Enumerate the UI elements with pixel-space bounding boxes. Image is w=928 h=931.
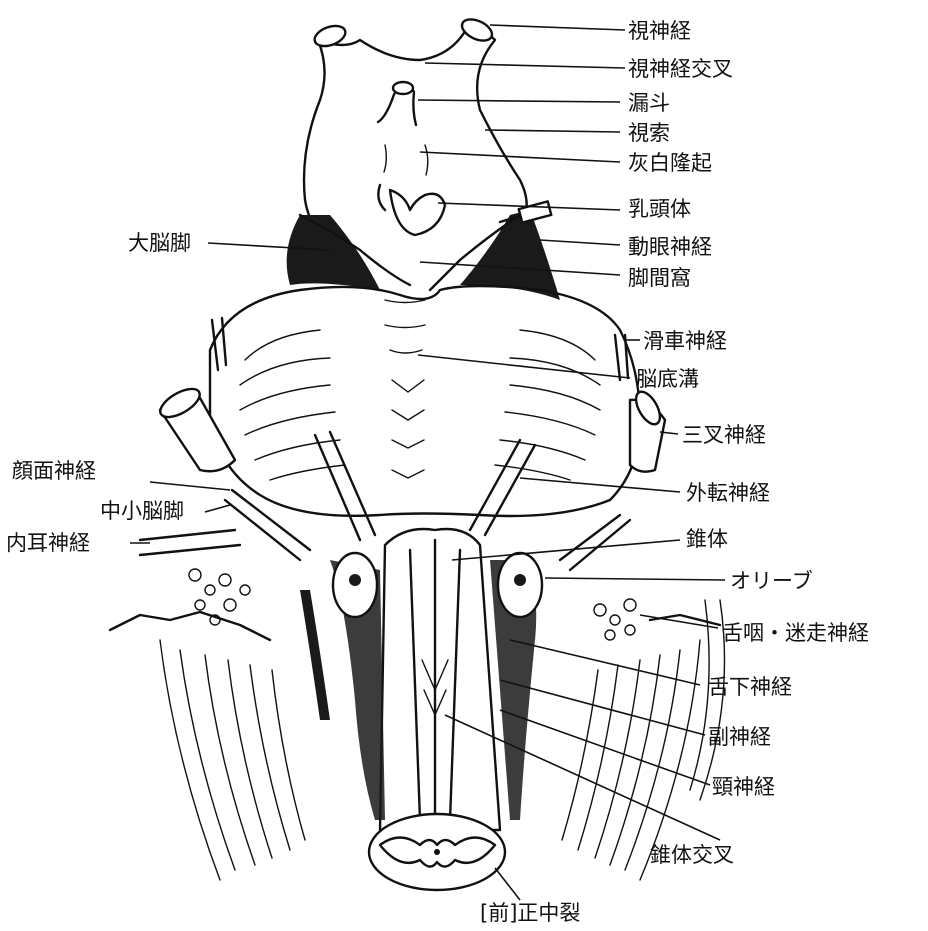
label-mammillary-body: 乳頭体 xyxy=(628,197,691,221)
pons-shape xyxy=(210,286,640,516)
cerebral-peduncles xyxy=(287,201,560,300)
label-middle-cerebellar-peduncle: 中小脳脚 xyxy=(100,499,184,523)
label-trigeminal-nerve: 三叉神経 xyxy=(682,423,766,447)
label-optic-nerve: 視神経 xyxy=(628,19,691,43)
label-vestibulocochlear-nerve: 内耳神経 xyxy=(6,531,90,555)
label-hypoglossal-nerve: 舌下神経 xyxy=(708,675,792,699)
labels: 視神経 視神経交叉 漏斗 視索 灰白隆起 乳頭体 大脳脚 動眼神経 脚間窩 滑車… xyxy=(6,19,869,925)
infundibulum-shape xyxy=(378,82,416,125)
label-basilar-sulcus: 脳底溝 xyxy=(636,367,699,391)
label-olive: オリーブ xyxy=(730,569,813,593)
label-trochlear-nerve: 滑車神経 xyxy=(643,329,727,353)
label-optic-tract: 視索 xyxy=(628,121,670,145)
cerebellum-edge-right xyxy=(650,615,720,625)
spinal-cord-section xyxy=(369,814,505,890)
label-pyramid: 錐体 xyxy=(686,527,728,551)
label-cerebral-peduncle: 大脳脚 xyxy=(128,231,191,255)
label-pyramidal-decussation: 錐体交叉 xyxy=(650,843,734,867)
label-optic-chiasm: 視神経交叉 xyxy=(628,57,733,81)
label-infundibulum: 漏斗 xyxy=(628,91,670,115)
label-tuber-cinereum: 灰白隆起 xyxy=(628,151,712,175)
cerebellum-edge-left xyxy=(110,612,270,640)
label-facial-nerve: 顔面神経 xyxy=(12,459,96,483)
tuber-mammillary-shape xyxy=(378,145,445,235)
label-anterior-median-fissure: [前]正中裂 xyxy=(480,901,580,925)
trigeminal-nerve-shape xyxy=(156,383,665,471)
label-accessory-nerve: 副神経 xyxy=(708,725,771,749)
abducens-nerve-shape xyxy=(315,432,535,540)
label-abducens-nerve: 外転神経 xyxy=(686,481,770,505)
olive-shape xyxy=(333,553,542,617)
label-glossopharyngeal-vagus: 舌咽・迷走神経 xyxy=(722,621,869,645)
label-oculomotor-nerve: 動眼神経 xyxy=(628,235,712,259)
label-interpeduncular-fossa: 脚間窩 xyxy=(628,266,691,290)
label-cervical-nerve: 頸神経 xyxy=(712,775,775,799)
optic-chiasm-shape xyxy=(304,15,527,240)
brainstem-illustration xyxy=(110,15,725,890)
